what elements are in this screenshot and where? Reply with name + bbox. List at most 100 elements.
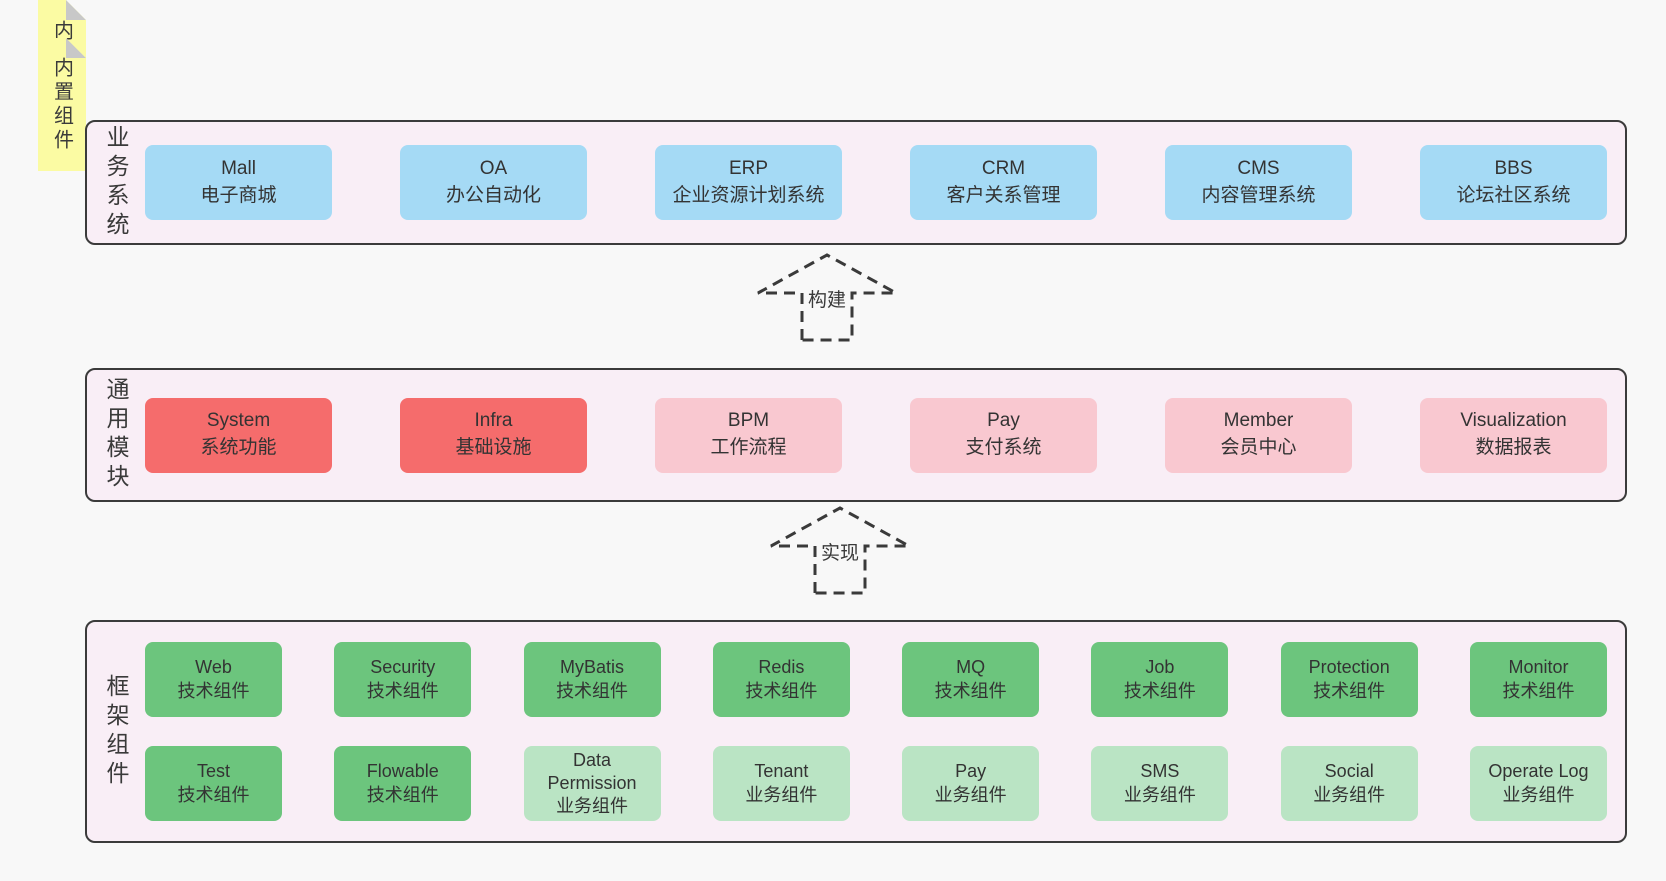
- box-mall: Mall 电子商城: [145, 145, 332, 220]
- box-subtitle: 基础设施: [455, 437, 532, 458]
- panel-framework-components: 框架组件 Web 技术组件 Security 技术组件 MyBatis 技术组件: [85, 620, 1627, 843]
- diagram-wrap: 业务系统 Mall 电子商城 OA 办公自动化 ERP 企业资源计划系统 CRM…: [85, 0, 1627, 881]
- box-title: Member: [1223, 410, 1294, 432]
- box-subtitle: 技术组件: [177, 784, 250, 805]
- box-title: Data Permission: [547, 749, 637, 793]
- box-title: Security: [370, 657, 436, 678]
- box-bbs: BBS 论坛社区系统: [1420, 145, 1607, 220]
- box-title: Protection: [1308, 657, 1390, 678]
- box-title: Social: [1324, 761, 1374, 782]
- arrow-label: 实现: [817, 538, 863, 565]
- box-subtitle: 支付系统: [965, 437, 1042, 458]
- box-title: OA: [479, 157, 508, 179]
- box-subtitle: 业务组件: [1123, 784, 1196, 805]
- up-arrow-icon: [770, 506, 910, 595]
- box-mq: MQ 技术组件: [902, 642, 1040, 717]
- implement-arrow-up: 实现: [770, 505, 910, 595]
- box-title: Mall: [221, 157, 256, 179]
- box-flowable: Flowable 技术组件: [334, 746, 472, 821]
- box-subtitle: 内容管理系统: [1201, 184, 1316, 206]
- box-erp: ERP 企业资源计划系统: [655, 145, 842, 220]
- box-subtitle: 技术组件: [1502, 680, 1575, 701]
- box-test: Test 技术组件: [145, 746, 282, 821]
- box-monitor: Monitor 技术组件: [1469, 642, 1607, 717]
- box-title: MQ: [956, 657, 986, 678]
- box-subtitle: 技术组件: [366, 784, 439, 805]
- box-cms: CMS 内容管理系统: [1165, 145, 1352, 220]
- box-subtitle: 技术组件: [745, 680, 818, 701]
- box-oa: OA 办公自动化: [400, 145, 587, 220]
- panel-common-modules: 通用模块 System 系统功能 Infra 基础设施 BPM 工作流程 Pay…: [85, 368, 1627, 502]
- box-title: SMS: [1140, 761, 1180, 782]
- box-title: Test: [196, 761, 230, 782]
- box-title: Operate Log: [1488, 761, 1589, 782]
- box-subtitle: 业务组件: [1502, 784, 1575, 805]
- arrow-label: 构建: [804, 285, 850, 312]
- box-title: BPM: [727, 410, 770, 432]
- box-subtitle: 会员中心: [1220, 437, 1297, 458]
- box-title: Infra: [474, 410, 513, 432]
- box-subtitle: 技术组件: [1313, 680, 1386, 701]
- box-visualization: Visualization 数据报表: [1420, 397, 1607, 473]
- biz-components-row: Test 技术组件 Flowable 技术组件 Data Permission …: [145, 746, 1607, 821]
- framework-components-rows: Web 技术组件 Security 技术组件 MyBatis 技术组件 Redi…: [145, 622, 1625, 841]
- sticky-tag-text: 内置组件: [50, 56, 73, 153]
- box-title: Tenant: [754, 761, 809, 782]
- box-title: Redis: [758, 657, 805, 678]
- folded-corner-icon: [66, 0, 86, 20]
- box-subtitle: 客户关系管理: [946, 184, 1061, 206]
- box-web: Web 技术组件: [145, 642, 282, 717]
- box-subtitle: 企业资源计划系统: [672, 184, 825, 206]
- box-subtitle: 数据报表: [1475, 437, 1552, 458]
- box-pay-component: Pay 业务组件: [902, 746, 1040, 821]
- box-title: MyBatis: [560, 657, 625, 678]
- box-title: CRM: [981, 157, 1026, 179]
- box-infra: Infra 基础设施: [400, 397, 587, 473]
- box-tenant: Tenant 业务组件: [712, 746, 850, 821]
- box-title: Visualization: [1460, 410, 1567, 432]
- box-subtitle: 办公自动化: [445, 184, 541, 206]
- box-crm: CRM 客户关系管理: [910, 145, 1097, 220]
- box-subtitle: 技术组件: [556, 680, 629, 701]
- box-security: Security 技术组件: [334, 642, 472, 717]
- box-member: Member 会员中心: [1165, 397, 1352, 473]
- box-pay-module: Pay 支付系统: [910, 397, 1097, 473]
- box-job: Job 技术组件: [1091, 642, 1229, 717]
- box-title: Pay: [987, 410, 1020, 432]
- box-mybatis: MyBatis 技术组件: [523, 642, 661, 717]
- up-arrow-icon: [757, 253, 897, 342]
- box-subtitle: 技术组件: [177, 680, 250, 701]
- box-title: Web: [195, 657, 232, 678]
- box-subtitle: 技术组件: [934, 680, 1007, 701]
- business-systems-row: Mall 电子商城 OA 办公自动化 ERP 企业资源计划系统 CRM 客户关系…: [145, 122, 1625, 243]
- panel-framework-components-label: 框架组件: [103, 673, 129, 790]
- box-title: Monitor: [1508, 657, 1569, 678]
- common-modules-row: System 系统功能 Infra 基础设施 BPM 工作流程 Pay 支付系统…: [145, 370, 1625, 500]
- box-subtitle: 电子商城: [200, 184, 277, 206]
- box-subtitle: 技术组件: [366, 680, 439, 701]
- box-redis: Redis 技术组件: [712, 642, 850, 717]
- box-social: Social 业务组件: [1280, 746, 1418, 821]
- box-title: Job: [1145, 657, 1175, 678]
- box-subtitle: 业务组件: [934, 784, 1007, 805]
- box-subtitle: 技术组件: [1123, 680, 1196, 701]
- box-subtitle: 业务组件: [745, 784, 818, 805]
- panel-common-modules-label: 通用模块: [103, 377, 129, 493]
- box-subtitle: 系统功能: [200, 437, 277, 458]
- box-title: ERP: [728, 157, 769, 179]
- box-title: BBS: [1494, 157, 1533, 179]
- box-subtitle: 论坛社区系统: [1456, 184, 1571, 206]
- sticky-tag-built-in-components: 内置组件: [38, 38, 86, 171]
- build-arrow-up: 构建: [757, 252, 897, 342]
- box-protection: Protection 技术组件: [1280, 642, 1418, 717]
- box-title: CMS: [1237, 157, 1280, 179]
- box-data-permission: Data Permission 业务组件: [523, 746, 661, 821]
- box-title: Pay: [955, 761, 987, 782]
- box-subtitle: 业务组件: [1313, 784, 1386, 805]
- box-bpm: BPM 工作流程: [655, 397, 842, 473]
- panel-business-systems-label: 业务系统: [103, 124, 129, 241]
- box-subtitle: 工作流程: [710, 437, 787, 458]
- box-title: System: [206, 410, 271, 432]
- box-sms: SMS 业务组件: [1091, 746, 1229, 821]
